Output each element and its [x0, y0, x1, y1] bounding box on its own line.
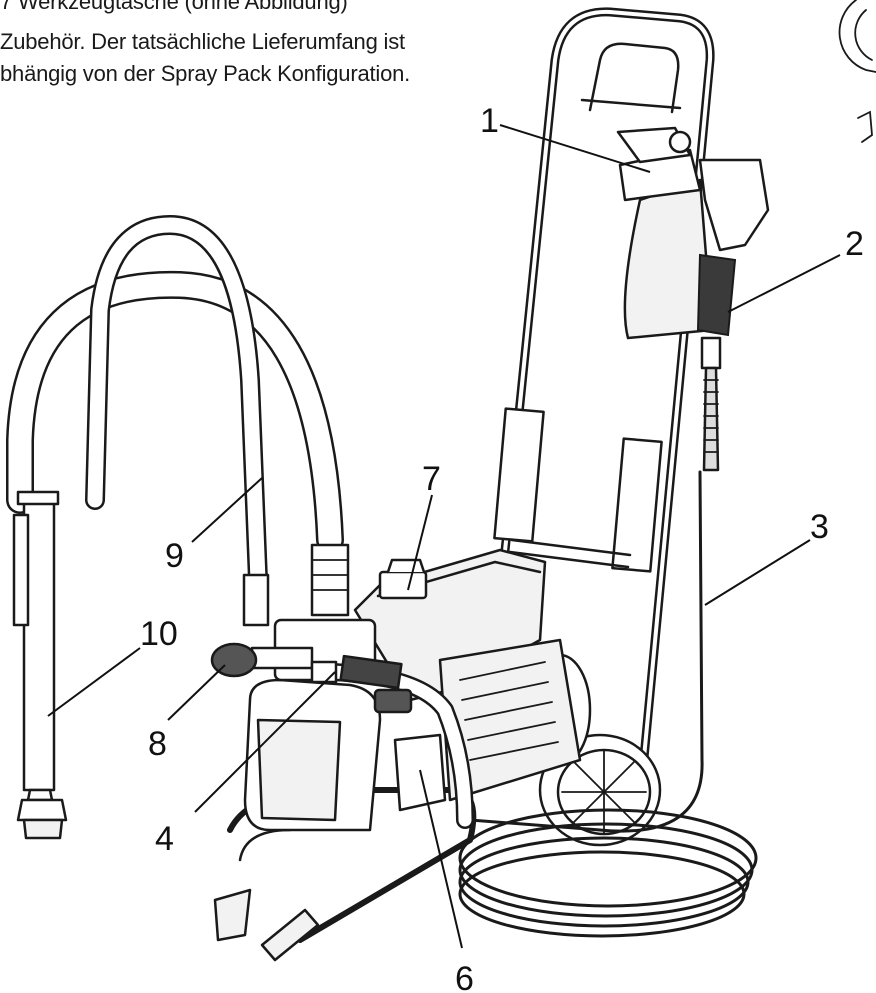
callout-6: 6 — [455, 960, 474, 993]
hose-coil — [458, 470, 758, 938]
callout-labels: 1 2 3 4 6 7 8 9 10 — [140, 102, 864, 993]
caption-text: 7 Werkzeugtasche (ohne Abbildung) Zubehö… — [0, 0, 480, 90]
callout-8: 8 — [148, 725, 167, 763]
callout-9: 9 — [165, 537, 184, 575]
pump-unit — [243, 548, 592, 832]
outlet-hose — [321, 654, 474, 829]
callout-7: 7 — [422, 460, 441, 498]
callout-4: 4 — [155, 820, 174, 858]
caption-line-1: 7 Werkzeugtasche (ohne Abbildung) — [0, 0, 348, 14]
leader-lines — [47, 124, 841, 949]
caption-line-3: bhängig von der Spray Pack Konfiguration… — [0, 61, 411, 86]
callout-2: 2 — [845, 225, 864, 263]
cut-off-part-top-right — [838, 0, 876, 143]
callout-1: 1 — [480, 102, 499, 140]
caption-line-2: Zubehör. Der tatsächliche Lieferumfang i… — [0, 29, 405, 54]
suction-hoses — [6, 215, 350, 840]
callout-10: 10 — [140, 615, 178, 653]
callout-3: 3 — [810, 508, 829, 546]
spray-gun — [616, 126, 770, 472]
